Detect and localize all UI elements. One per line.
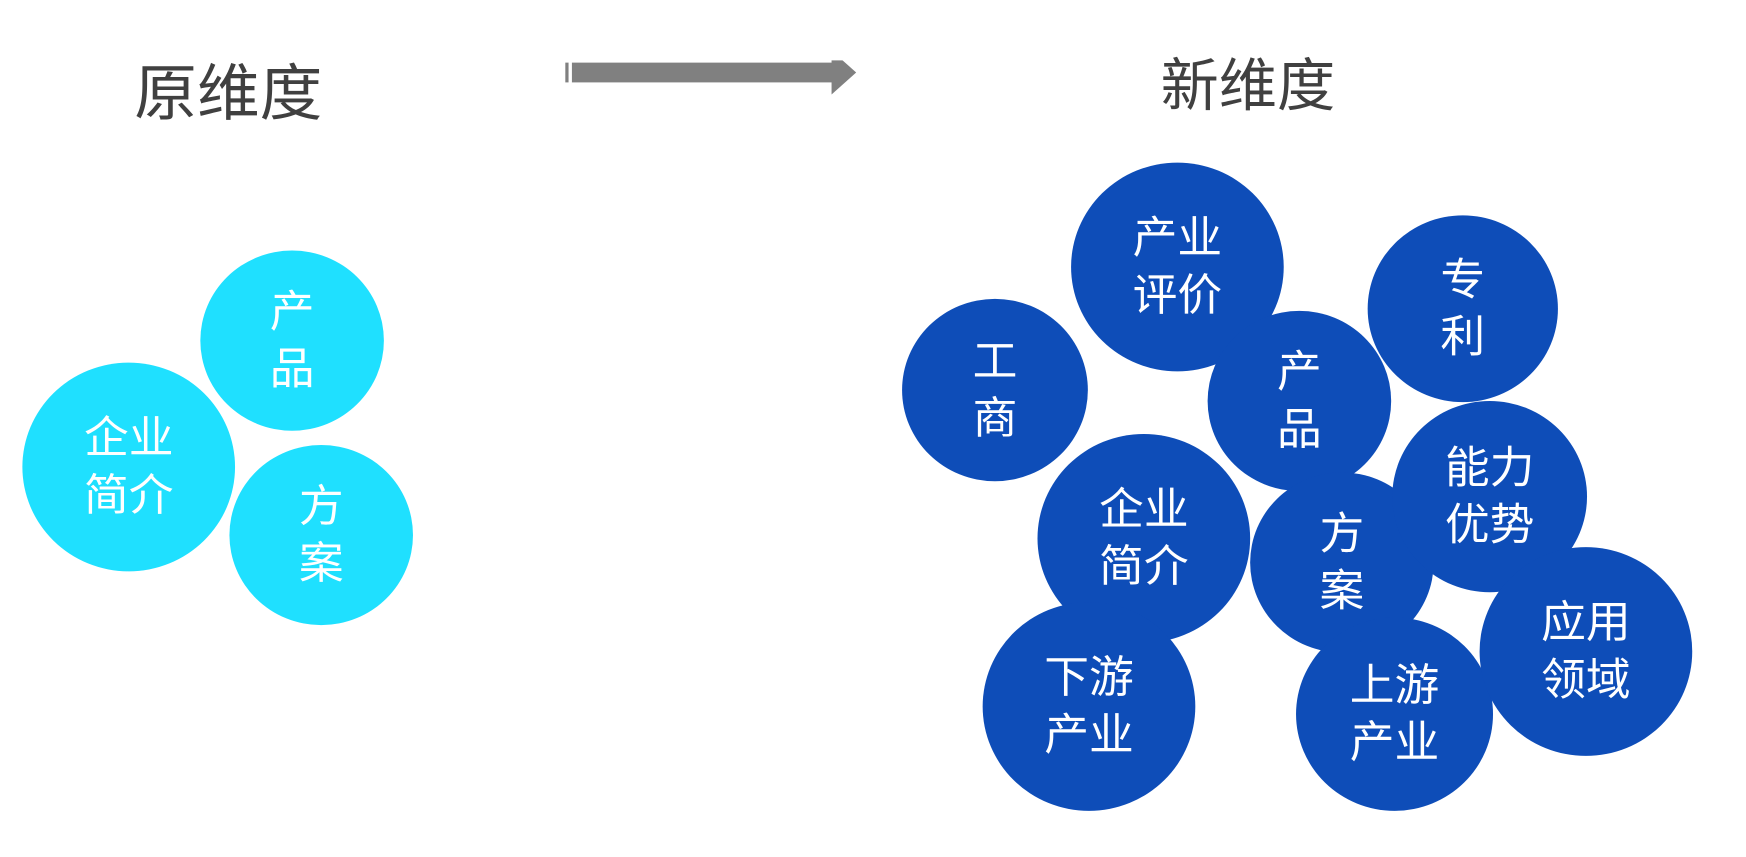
label: 产品 [1277,347,1322,455]
label: 专利 [1440,254,1486,363]
old-circle-solution: 方案 [229,444,413,626]
new-circle-patent: 专利 [1367,215,1558,403]
label: 应用领域 [1541,597,1631,706]
old-circle-company-intro: 企业简介 [22,362,236,572]
label: 产品 [269,286,315,395]
label: 企业简介 [1099,484,1189,593]
label: 方案 [1319,508,1365,617]
new-circle-capability-advantage: 能力优势 [1392,401,1588,593]
old-circle-product: 产品 [200,250,384,431]
label: 下游产业 [1044,652,1134,761]
new-circle-downstream-industry: 下游产业 [982,602,1196,811]
label: 产业评价 [1132,213,1223,321]
label: 上游产业 [1349,660,1440,768]
new-circle-upstream-industry: 上游产业 [1296,617,1494,811]
label: 企业简介 [83,413,174,521]
new-circle-business-registration: 工商 [902,298,1088,482]
label: 方案 [298,481,344,589]
old-dimension-title: 原维度 [134,58,323,130]
label: 工商 [972,336,1018,444]
new-circle-application-field: 应用领域 [1479,547,1693,756]
new-dimension-title: 新维度 [1160,53,1336,120]
label: 能力优势 [1444,442,1535,551]
arrow-right-icon [565,60,857,95]
new-circle-industry-evaluation: 产业评价 [1071,162,1284,372]
new-circle-product: 产品 [1207,310,1392,492]
